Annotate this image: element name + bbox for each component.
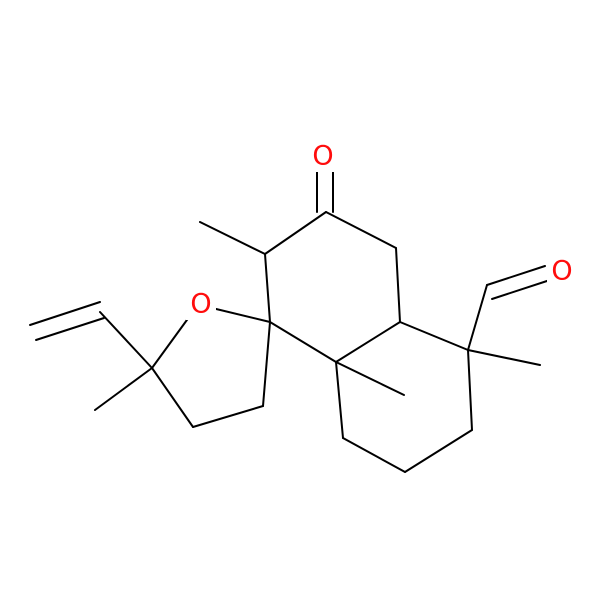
bond-ch2a-ch2b xyxy=(342,437,406,473)
atom-label-o: O xyxy=(190,289,211,320)
bond-vinyl-double-b xyxy=(35,317,105,341)
bond-cme-carbonyl-c xyxy=(264,211,327,255)
bond-c5-methyl xyxy=(94,367,153,411)
atom-oxygen-ketone: O xyxy=(308,140,338,172)
atom-background xyxy=(308,140,338,172)
bond-cme-methyl xyxy=(199,221,266,255)
bond-carbonyl-c-ch2 xyxy=(325,211,397,249)
atom-label-o: O xyxy=(312,141,333,172)
bond-ch2c-quaternary2 xyxy=(467,349,473,431)
bond-oxygen-spiro xyxy=(211,307,271,323)
bond-aldehyde-double-b xyxy=(491,279,551,300)
atom-background xyxy=(186,288,216,320)
bond-junction-quaternary xyxy=(335,321,401,363)
atom-label-o: O xyxy=(551,256,572,287)
atom-oxygen-aldehyde: O xyxy=(547,255,577,287)
bond-quaternary2-methyl xyxy=(467,349,541,366)
bond-quaternary2-cho xyxy=(467,284,488,351)
bond-ch2-ring-junction xyxy=(395,247,401,323)
bond-spiro-cme xyxy=(264,253,271,323)
bond-c5-c4 xyxy=(151,367,194,428)
bond-quaternary-methyl xyxy=(335,361,405,396)
bond-c4-c3 xyxy=(192,405,264,428)
bond-c3-spiro xyxy=(262,321,271,407)
bond-quaternary-ch2a xyxy=(335,361,344,439)
bond-aldehyde-double-a xyxy=(486,265,546,286)
bond-ch2b-ch2c xyxy=(404,429,473,473)
bond-c5-oxygen xyxy=(151,312,193,369)
bond-vinyl-quaternary xyxy=(99,311,153,369)
atom-background xyxy=(547,255,577,287)
bond-spiro-quaternary xyxy=(269,321,337,363)
bond-quaternary2-junction xyxy=(399,321,469,351)
atom-oxygen-ring: O xyxy=(186,288,216,320)
bond-vinyl-double-a xyxy=(29,301,101,326)
